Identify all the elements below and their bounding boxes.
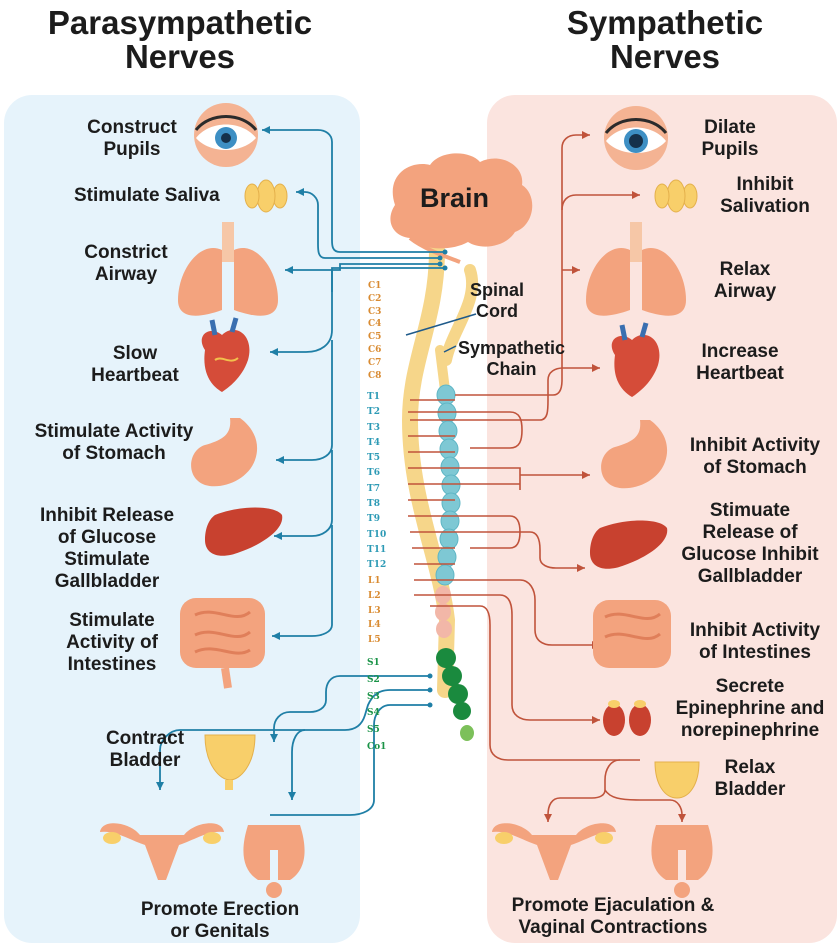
symp-label-genitals: Promote Ejaculation &Vaginal Contraction…	[493, 895, 733, 939]
female-reproductive-icon-right	[492, 823, 616, 880]
heart-icon-right	[612, 323, 660, 397]
liver-icon-right	[590, 521, 667, 569]
brain-label: Brain	[420, 183, 489, 214]
lungs-icon-right	[586, 222, 686, 316]
male-reproductive-icon-left	[243, 825, 304, 898]
male-reproductive-icon-right	[651, 825, 712, 898]
para-label-saliva: Stimulate Saliva	[74, 185, 220, 207]
kidneys-icon-right	[603, 700, 651, 736]
thoracic-ganglia	[436, 385, 460, 585]
female-reproductive-icon-left	[100, 823, 224, 880]
liver-icon-left	[205, 508, 282, 556]
eye-icon-left	[194, 103, 258, 167]
intestines-icon-left	[180, 598, 265, 688]
lumbar-ganglia	[435, 586, 452, 638]
bladder-icon-right	[655, 762, 699, 798]
stomach-icon-right	[601, 420, 667, 488]
heart-icon-left	[202, 318, 250, 392]
salivary-gland-icon-left	[245, 180, 287, 212]
eye-icon-right	[604, 106, 668, 170]
bladder-icon-left	[205, 735, 255, 790]
salivary-gland-icon-right	[655, 180, 697, 212]
intestines-icon-right	[593, 600, 671, 668]
lungs-icon-left	[178, 222, 278, 316]
